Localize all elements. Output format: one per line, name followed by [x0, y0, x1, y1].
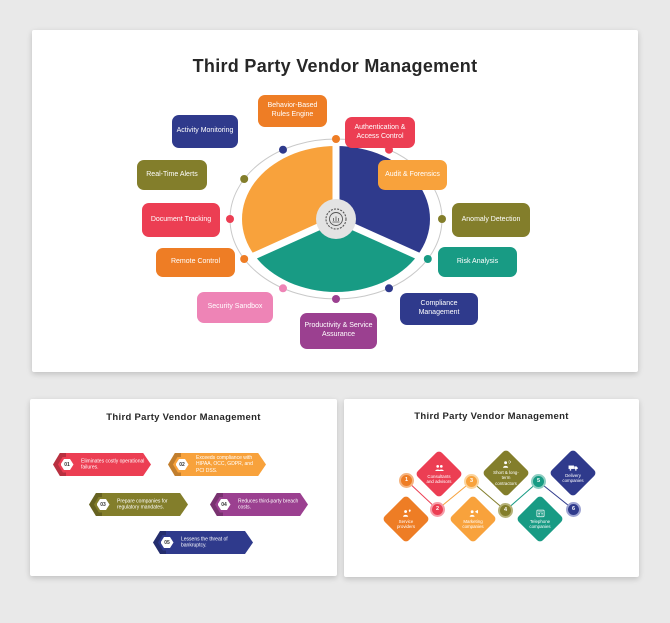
vendor-wheel-diagram — [226, 135, 446, 303]
number-badge: 01 — [58, 456, 76, 473]
page-title: Third Party Vendor Management — [414, 411, 569, 422]
diamond-telephone-companies: Telephone companies — [515, 494, 565, 544]
diamond-consultants-advisors: Consultants and advisors — [414, 449, 464, 499]
truck-icon — [568, 465, 578, 471]
slide-main[interactable]: Third Party Vendor Management — [32, 30, 638, 372]
list-item-03: 03 Prepare companies for regulatory mand… — [89, 493, 188, 516]
number-badge: 05 — [158, 534, 176, 551]
slide-list-thumbnail[interactable]: Third Party Vendor Management 01 Elimina… — [30, 399, 337, 576]
page-title: Third Party Vendor Management — [192, 56, 478, 76]
diamond-delivery-companies: Delivery companies — [548, 448, 598, 498]
number-badge: 04 — [215, 496, 233, 513]
person-megaphone-icon — [469, 509, 478, 517]
label-security-sandbox: Security Sandbox — [197, 292, 273, 323]
list-item-text: Reduces third-party breach costs. — [238, 497, 299, 511]
step-circle-3: 3 — [464, 474, 479, 489]
number-badge: 02 — [173, 456, 191, 473]
vendor-badge-icon — [325, 208, 347, 230]
diamond-marketing-companies: Marketing companies — [448, 494, 498, 544]
list-item-text: Lessens the threat of bankruptcy. — [181, 535, 228, 549]
pie-segment-teal — [254, 219, 418, 292]
list-item-01: 01 Eliminates costly operational failure… — [53, 453, 151, 476]
label-compliance-management: Compliance Management — [400, 293, 478, 325]
diamond-service-providers: Service providers — [381, 494, 431, 544]
label-productivity-service-assurance: Productivity & Service Assurance — [300, 313, 377, 349]
step-circle-2: 2 — [430, 502, 445, 517]
label-audit-forensics: Audit & Forensics — [378, 160, 447, 190]
slide-diamonds-thumbnail[interactable]: Third Party Vendor Management Service pr… — [344, 399, 639, 577]
label-behavior-based-rules-engine: Behavior-Based Rules Engine — [258, 95, 327, 127]
person-location-icon — [402, 509, 411, 517]
list-item-05: 05 Lessens the threat of bankruptcy. — [153, 531, 253, 554]
step-circle-5: 5 — [531, 474, 546, 489]
label-remote-control: Remote Control — [156, 248, 235, 277]
step-circle-1: 1 — [399, 473, 414, 488]
diamond-contractors: Short & long-term contractors — [481, 448, 531, 498]
worker-gear-icon — [502, 460, 511, 468]
label-activity-monitoring: Activity Monitoring — [172, 115, 238, 148]
page-title: Third Party Vendor Management — [106, 412, 261, 423]
people-icon — [434, 464, 444, 471]
step-circle-4: 4 — [498, 503, 513, 518]
label-document-tracking: Document Tracking — [142, 203, 220, 237]
list-item-text: Eliminates costly operational failures. — [81, 457, 145, 471]
list-item-text: Prepare companies for regulatory mandate… — [117, 497, 168, 511]
label-risk-analysis: Risk Analysis — [438, 247, 517, 277]
label-real-time-alerts: Real-Time Alerts — [137, 160, 207, 190]
list-item-02: 02 Exceeds compliance with HIPAA, OCC, G… — [168, 453, 266, 476]
fax-machine-icon — [536, 509, 544, 517]
list-item-04: 04 Reduces third-party breach costs. — [210, 493, 308, 516]
list-item-text: Exceeds compliance with HIPAA, OCC, GDPR… — [196, 454, 253, 474]
label-authentication-access-control: Authentication & Access Control — [345, 117, 415, 148]
step-circle-6: 6 — [566, 502, 581, 517]
label-anomaly-detection: Anomaly Detection — [452, 203, 530, 237]
number-badge: 03 — [94, 496, 112, 513]
